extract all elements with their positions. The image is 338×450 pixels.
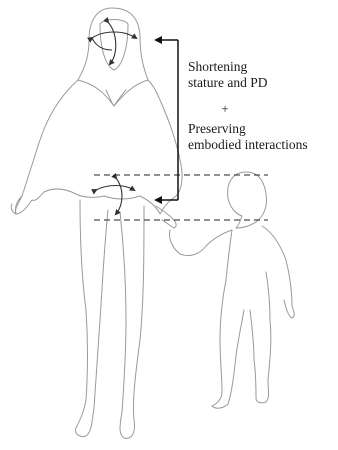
- adult-right-leg: [120, 206, 144, 438]
- adult-left-leg: [76, 200, 108, 437]
- caption-shortening: Shortening stature and PD: [188, 59, 267, 91]
- head-rotation-arrows: [92, 22, 136, 64]
- bracket-arrows: [156, 40, 178, 200]
- caption-preserving-line2: embodied interactions: [188, 137, 308, 153]
- adult-figure: [11, 8, 182, 438]
- adult-neckline: [106, 90, 126, 106]
- child-figure: [169, 172, 294, 408]
- caption-preserving-line1: Preserving: [188, 121, 308, 137]
- caption-shortening-line1: Shortening: [188, 59, 267, 75]
- child-body-left: [226, 230, 232, 280]
- adult-poncho-outline: [15, 80, 182, 214]
- head-side-arc: [92, 38, 112, 50]
- caption-shortening-line2: stature and PD: [188, 75, 267, 91]
- caption-plus: +: [190, 101, 260, 117]
- adult-hood-outline: [78, 8, 148, 106]
- pelvis-horizontal-arc-arrow: [96, 186, 134, 191]
- head-vertical-arc-arrow: [108, 22, 116, 64]
- child-torso-outline: [169, 226, 294, 318]
- adult-right-hand: [156, 206, 176, 228]
- child-right-leg: [250, 272, 271, 403]
- child-left-leg: [212, 280, 244, 408]
- caption-preserving: Preserving embodied interactions: [188, 121, 308, 153]
- pelvis-vertical-arc-arrow: [116, 178, 122, 214]
- adult-face-outline: [100, 20, 128, 71]
